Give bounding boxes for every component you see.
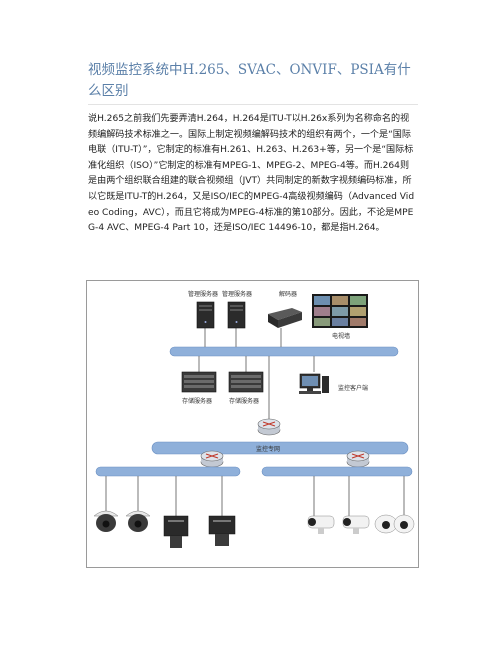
monitoring-client-label: 监控客户端 bbox=[338, 384, 368, 392]
surveillance-network-diagram: 管理服务器 管理服务器 解码器 电视墙 bbox=[86, 280, 419, 568]
storage-server-1-label: 存储服务器 bbox=[182, 397, 212, 405]
bullet-camera-icon bbox=[307, 515, 335, 534]
mgmt-server-1-label: 管理服务器 bbox=[188, 290, 218, 298]
dome-camera-icon bbox=[125, 510, 151, 532]
mgmt-server-2-label: 管理服务器 bbox=[222, 290, 252, 298]
article-paragraph: 说H.265之前我们先要弄清H.264，H.264是ITU-T以H.26x系列为… bbox=[88, 114, 415, 234]
core-router-icon bbox=[257, 418, 281, 436]
left-router-icon bbox=[200, 450, 224, 468]
storage-server-2 bbox=[228, 371, 264, 393]
decoder-label: 解码器 bbox=[279, 290, 297, 298]
right-router-icon bbox=[346, 450, 370, 468]
left-camera-bus bbox=[95, 466, 241, 477]
monitoring-client bbox=[299, 373, 329, 394]
box-camera-icon bbox=[163, 515, 189, 548]
storage-server-2-label: 存储服务器 bbox=[229, 397, 259, 405]
box-camera-icon bbox=[208, 515, 236, 546]
dome-camera-icon bbox=[393, 514, 415, 534]
article-title: 视频监控系统中H.265、SVAC、ONVIF、PSIA有什么区别 bbox=[88, 62, 411, 99]
storage-server-1 bbox=[181, 371, 217, 393]
right-camera-bus bbox=[261, 466, 413, 477]
private-network-bus bbox=[151, 441, 409, 455]
video-wall bbox=[312, 294, 368, 328]
video-wall-label: 电视墙 bbox=[332, 332, 350, 340]
dome-camera-icon bbox=[374, 514, 398, 534]
mgmt-server-2 bbox=[227, 301, 246, 329]
decoder-device bbox=[268, 308, 302, 328]
upper-bus bbox=[169, 346, 399, 357]
bullet-camera-icon bbox=[342, 515, 370, 534]
title-divider bbox=[88, 104, 418, 105]
dome-camera-icon bbox=[93, 510, 119, 532]
mgmt-server-1 bbox=[196, 301, 215, 329]
private-network-label: 监控专网 bbox=[256, 445, 280, 453]
